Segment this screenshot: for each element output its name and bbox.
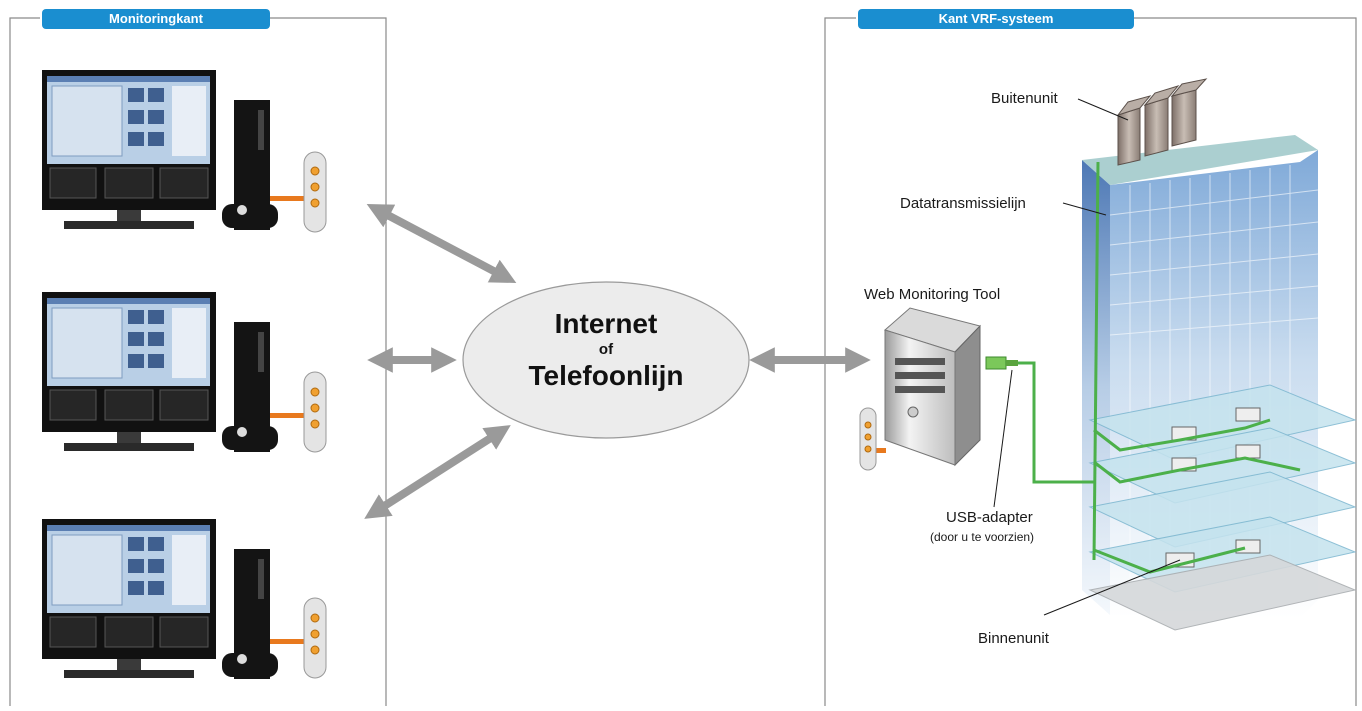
cable-orange <box>270 413 306 418</box>
usb-adapter-label: USB-adapter <box>946 509 1033 526</box>
workstation-2 <box>42 292 327 453</box>
outdoor-unit-icon <box>1116 78 1208 166</box>
web-monitoring-server-icon <box>859 307 981 471</box>
connection-arrows <box>364 204 871 519</box>
transmission-line <box>1018 161 1301 574</box>
building-illustration <box>1082 78 1357 631</box>
cable-orange <box>270 196 306 201</box>
indoor-unit-label: Binnenunit <box>978 630 1049 647</box>
workstation-3 <box>42 519 327 679</box>
usb-adapter-note: (door u te voorzien) <box>930 530 1035 544</box>
cable-orange <box>270 639 306 644</box>
outdoor-unit-label: Buitenunit <box>991 90 1058 107</box>
floor-plate <box>1088 427 1357 504</box>
indoor-unit-icon <box>1235 407 1261 422</box>
monitoring-panel-tab: Monitoringkant <box>42 9 270 29</box>
internet-label: Internet <box>554 308 658 339</box>
internet-or-label: of <box>598 341 614 358</box>
internet-cloud <box>462 281 750 439</box>
arrow-ws1 <box>366 204 517 283</box>
modem-icon <box>303 151 327 233</box>
vrf-panel-frame <box>824 17 1357 706</box>
indoor-unit-icon <box>1235 539 1261 554</box>
arrow-ws3 <box>364 425 511 519</box>
cable-orange <box>868 448 886 453</box>
leader-lines <box>993 98 1181 616</box>
floor-plate <box>1088 471 1357 548</box>
usb-adapter-icon <box>985 356 1018 370</box>
data-transmission-line-label: Datatransmissielijn <box>900 195 1026 212</box>
telephone-line-label: Telefoonlijn <box>528 360 684 391</box>
indoor-unit-icon <box>1235 444 1261 459</box>
web-monitoring-tool-label: Web Monitoring Tool <box>864 286 1001 303</box>
vrf-panel-tab: Kant VRF-systeem <box>858 9 1134 29</box>
floor-plate <box>1088 554 1357 631</box>
workstation-1 <box>42 70 327 233</box>
